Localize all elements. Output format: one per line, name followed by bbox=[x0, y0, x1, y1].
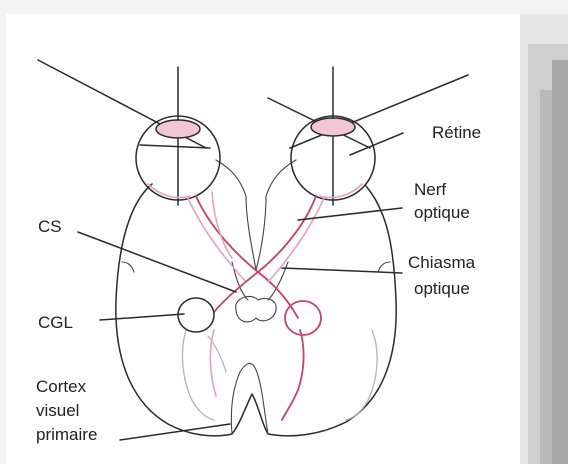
optic-pathway bbox=[188, 192, 324, 420]
left-retina-lens bbox=[156, 120, 200, 138]
labels: Rétine Nerf optique CS Chiasma optique C… bbox=[36, 123, 481, 444]
label-cgl: CGL bbox=[38, 313, 73, 332]
label-chiasma-optique: optique bbox=[414, 279, 470, 298]
label-cortex-primaire: primaire bbox=[36, 425, 97, 444]
label-cortex: Cortex bbox=[36, 377, 87, 396]
label-nerf: Nerf bbox=[414, 180, 446, 199]
right-retina-lens bbox=[311, 118, 355, 136]
label-chiasma: Chiasma bbox=[408, 253, 476, 272]
label-cortex-visuel: visuel bbox=[36, 401, 79, 420]
label-retine: Rétine bbox=[432, 123, 481, 142]
label-nerf-optique: optique bbox=[414, 203, 470, 222]
label-cs: CS bbox=[38, 217, 62, 236]
